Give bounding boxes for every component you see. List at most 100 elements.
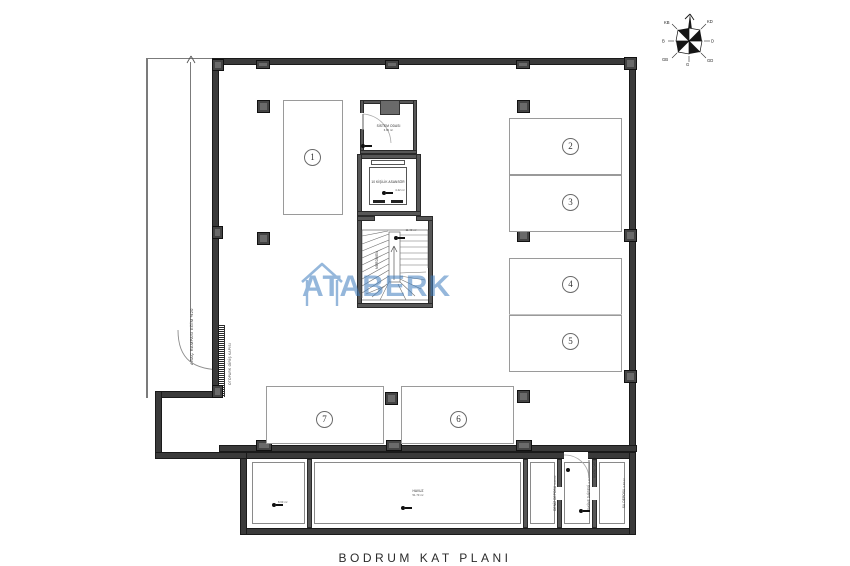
svg-text:D: D xyxy=(711,39,714,44)
room-name: MERDİVEN xyxy=(375,251,379,269)
exterior-wall-top xyxy=(212,58,636,65)
elevator-marker xyxy=(382,191,386,195)
elevator-wall-left xyxy=(357,154,362,216)
ramp-curve xyxy=(177,330,225,371)
exterior-wall-service-left xyxy=(240,452,247,535)
stair-wall-bottom xyxy=(357,303,433,308)
door-swing-arc-icon xyxy=(362,113,392,144)
column xyxy=(256,60,270,69)
svg-text:GD: GD xyxy=(707,58,713,63)
ramp-direction-arrow-icon xyxy=(186,55,196,64)
elevator-wall-right xyxy=(416,154,421,216)
door-opening-sistem-odasi xyxy=(360,113,364,129)
room-area: 51.70 m² xyxy=(412,494,424,497)
room-area: 6.80 m² xyxy=(383,129,394,132)
stair-marker xyxy=(394,236,398,240)
column xyxy=(624,57,637,70)
room-makine-dairesi xyxy=(564,462,590,524)
room-label-merdiven: 11.40 m² xyxy=(395,228,427,232)
havuz-drain-lead xyxy=(405,507,412,509)
room-area-asansor: 4.42 m² xyxy=(388,189,412,192)
room-area: 3.94 m² xyxy=(622,478,626,488)
staircase-winder-icon xyxy=(361,229,429,301)
door-opening-deniz-deposu xyxy=(557,487,562,500)
room-name: HAVUZ xyxy=(412,489,424,493)
svg-text:B: B xyxy=(662,39,665,44)
parking-gate-label: OTOPARK GİRİŞ KAPISI xyxy=(228,342,232,385)
outlet-marker xyxy=(361,144,365,148)
service-entry-opening xyxy=(564,452,588,459)
svg-text:G: G xyxy=(686,62,689,67)
exterior-wall-left-lower xyxy=(155,391,162,459)
column xyxy=(256,440,272,451)
column xyxy=(212,385,223,398)
room-label-su-deposu: SU DEPOSU 3.94 m² xyxy=(622,466,626,520)
column xyxy=(212,59,224,71)
service-entry-label: MAKİNE DAİRESİ xyxy=(594,455,597,481)
stall-number: 7 xyxy=(316,411,333,428)
ramp-outer-edge xyxy=(146,58,148,398)
elevator-cab xyxy=(369,167,407,205)
room-depo xyxy=(252,462,305,524)
stair-wall-top-right xyxy=(416,216,433,221)
column xyxy=(624,370,637,383)
room-label-asansor: 10 KİŞİLİK ASANSÖR xyxy=(368,180,408,184)
room-su-deposu xyxy=(599,462,625,524)
stall-number: 4 xyxy=(562,276,579,293)
room-name: SİSTEM ODASI xyxy=(376,124,401,128)
elevator-sill xyxy=(373,200,385,203)
room-deniz-deposu xyxy=(530,462,555,524)
parking-stall-5[interactable] xyxy=(509,315,622,372)
stall-number: 2 xyxy=(562,138,579,155)
ramp-top-edge xyxy=(146,58,216,59)
room-name: MAKİNE DAİRESİ xyxy=(586,484,591,513)
north-arrow-compass-rose: KB KD D GD G GB B xyxy=(652,8,726,70)
exterior-wall-service-right xyxy=(629,452,636,535)
column xyxy=(385,392,398,405)
svg-text:GB: GB xyxy=(662,57,668,62)
elevator-wall-bottom xyxy=(357,211,421,216)
elevator-marker-lead xyxy=(386,192,393,194)
stall-number: 6 xyxy=(450,411,467,428)
column xyxy=(257,100,270,113)
exterior-wall-left-jog xyxy=(155,391,219,398)
column xyxy=(516,440,532,451)
column xyxy=(516,60,530,69)
makine-marker-lead xyxy=(583,510,590,512)
stall-number: 3 xyxy=(562,194,579,211)
outlet-lead xyxy=(365,145,372,147)
elevator-sill xyxy=(391,200,403,203)
column xyxy=(386,440,402,451)
elevator-door-lintel xyxy=(371,160,405,165)
column xyxy=(517,100,530,113)
column xyxy=(517,390,530,403)
depo-marker xyxy=(272,503,276,507)
exterior-wall-right xyxy=(629,58,636,458)
exterior-wall-bottom xyxy=(240,528,636,535)
room-name: SU DEPOSU xyxy=(621,488,626,509)
ramp-center-line xyxy=(190,62,191,362)
door-opening-makine-dairesi xyxy=(592,487,597,500)
room-label-havuz: HAVUZ 51.70 m² xyxy=(390,489,446,497)
column xyxy=(385,60,399,69)
room-area: 8.60 m² xyxy=(278,501,288,504)
stall-number: 5 xyxy=(562,333,579,350)
service-entry-text: MAKİNE DAİRESİ xyxy=(593,457,597,478)
room-name-merdiven: MERDİVEN xyxy=(375,245,379,275)
room-area: 4.42 m² xyxy=(395,189,405,192)
column xyxy=(624,229,637,242)
stair-marker-lead xyxy=(398,237,405,239)
service-divider-2 xyxy=(523,459,528,528)
stall-divider-line xyxy=(509,314,622,315)
column xyxy=(212,226,223,239)
service-divider-1 xyxy=(307,459,312,528)
room-wall-sistem-odasi-right xyxy=(413,100,417,154)
elevator-wall-top xyxy=(357,154,421,159)
svg-text:KD: KD xyxy=(707,19,713,24)
room-name: 10 KİŞİLİK ASANSÖR xyxy=(371,180,405,184)
interior-wall-below-stalls xyxy=(219,445,637,452)
service-door-swing-arc-icon xyxy=(563,454,590,479)
room-label-depo: 8.60 m² xyxy=(278,500,302,504)
shaft-opening xyxy=(380,100,400,115)
